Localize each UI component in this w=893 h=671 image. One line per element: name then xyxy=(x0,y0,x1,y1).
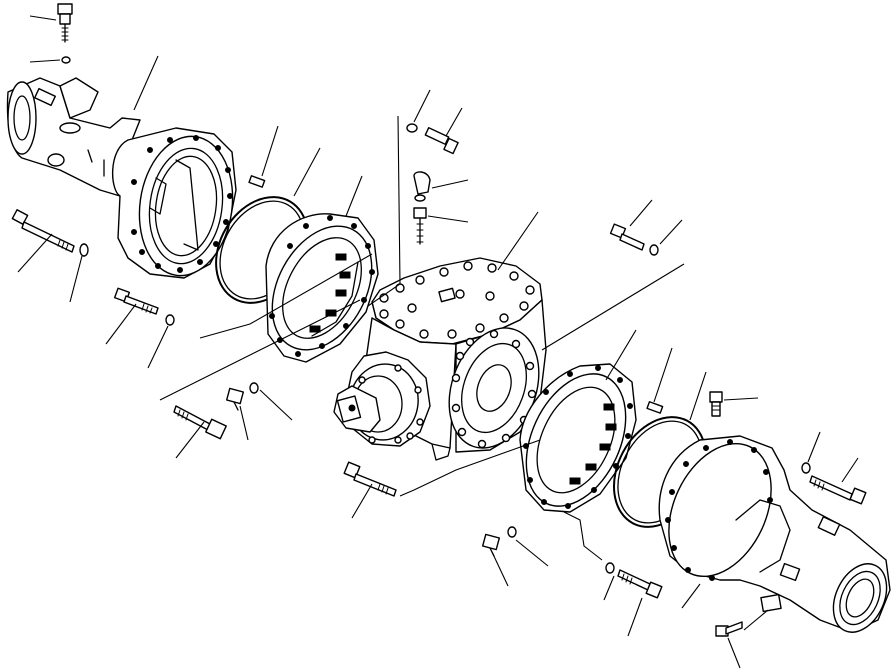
left-dowel-pin xyxy=(248,175,266,188)
center-bottom-bolt xyxy=(343,461,397,497)
left-housing-bolt-holes xyxy=(131,135,233,273)
leader-lines xyxy=(17,15,859,669)
lower-left-bolt xyxy=(113,287,175,326)
bottom-right-fasteners xyxy=(481,526,782,637)
left-small-fasteners xyxy=(225,382,259,411)
right-plug xyxy=(709,391,723,417)
right-dowel-pin xyxy=(646,401,664,414)
bottom-left-bolt xyxy=(173,405,227,440)
right-axle-housing xyxy=(658,435,891,633)
differential-case xyxy=(333,257,547,461)
left-long-bolt xyxy=(11,209,89,257)
right-carrier-ring xyxy=(519,363,637,513)
right-top-bolt xyxy=(609,223,659,256)
breather-plug xyxy=(57,3,73,64)
far-right-bolt xyxy=(801,462,867,505)
left-axle-housing xyxy=(6,77,237,279)
top-center-fasteners xyxy=(406,123,459,245)
left-carrier-ring xyxy=(265,213,379,363)
